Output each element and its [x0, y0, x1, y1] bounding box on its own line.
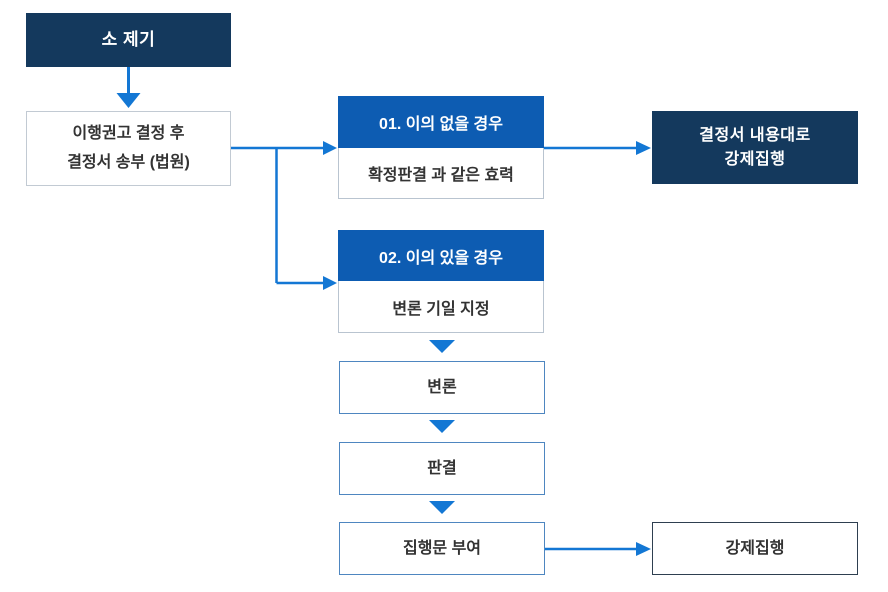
arrow-recommendation-branch — [231, 141, 337, 290]
arrow-judgment-to-exec-clause — [429, 501, 455, 514]
node-filing: 소 제기 — [26, 13, 231, 67]
case1-header: 01. 이의 없을 경우 — [338, 96, 544, 148]
case2-body: 변론 기일 지정 — [338, 281, 544, 333]
case2-header: 02. 이의 있을 경우 — [338, 230, 544, 281]
node-case1-no-objection: 01. 이의 없을 경우 확정판결 과 같은 효력 — [338, 96, 544, 199]
arrow-exec-clause-to-enforcement — [545, 542, 651, 556]
node-execution-clause: 집행문 부여 — [339, 522, 545, 575]
arrow-filing-to-recommendation — [116, 67, 141, 108]
node-enforcement: 강제집행 — [652, 522, 858, 575]
arrow-pleading-to-judgment — [429, 420, 455, 433]
node-case2-objection: 02. 이의 있을 경우 변론 기일 지정 — [338, 230, 544, 333]
node-enforce-per-decision: 결정서 내용대로 강제집행 — [652, 111, 858, 184]
node-judgment: 판결 — [339, 442, 545, 495]
case1-body: 확정판결 과 같은 효력 — [338, 148, 544, 199]
arrow-case2-to-pleading — [429, 340, 455, 353]
arrow-case1-to-result — [544, 141, 651, 155]
node-recommendation-decision: 이행권고 결정 후 결정서 송부 (법원) — [26, 111, 231, 186]
node-pleading: 변론 — [339, 361, 545, 414]
